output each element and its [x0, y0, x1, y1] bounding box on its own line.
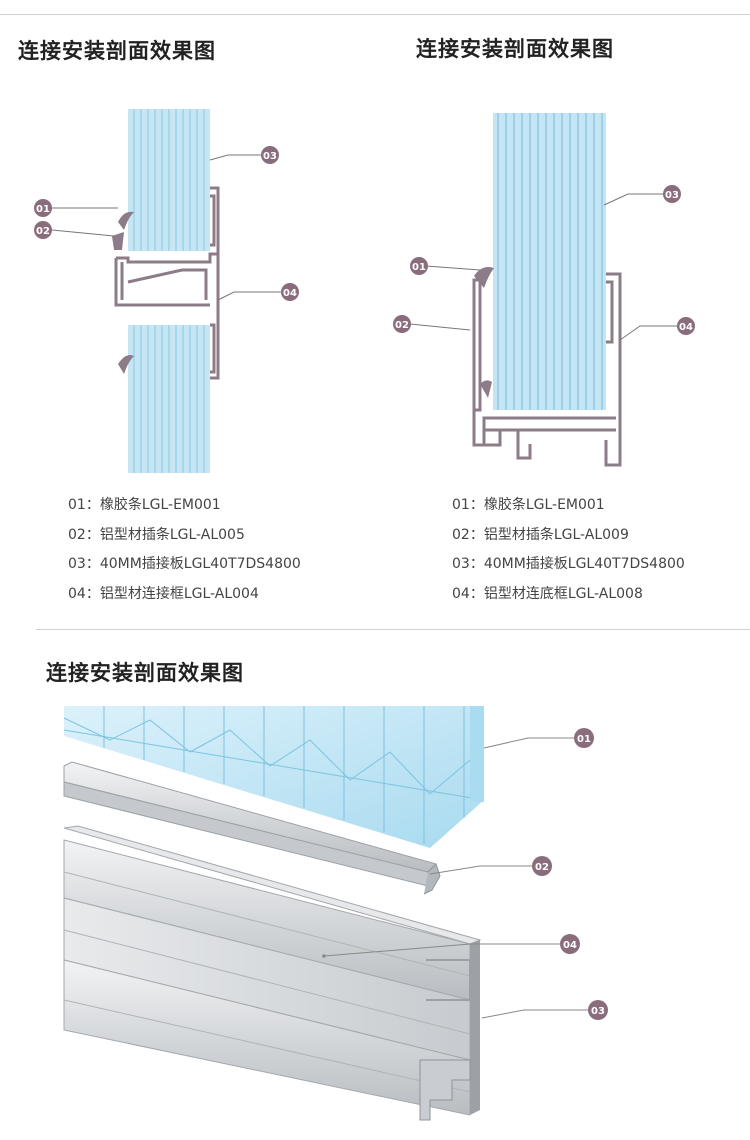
aluminium-insert-strip	[63, 761, 441, 895]
left-legend: 01：橡胶条LGL-EM001 02：铝型材插条LGL-AL005 03：40M…	[68, 491, 301, 609]
callout-04	[560, 934, 580, 954]
svg-text:02: 02	[535, 862, 549, 873]
bottom-callouts: 01 02 04 03	[532, 728, 608, 1020]
callout-01	[574, 728, 594, 748]
lower-panel	[128, 325, 210, 473]
callout-04	[281, 283, 299, 301]
callout-01	[410, 257, 428, 275]
svg-text:02: 02	[395, 320, 409, 331]
svg-text:03: 03	[665, 190, 679, 201]
callout-02	[34, 221, 52, 239]
right-legend: 01：橡胶条LGL-EM001 02：铝型材插条LGL-AL009 03：40M…	[452, 491, 685, 609]
right-legend-item: 02：铝型材插条LGL-AL009	[452, 526, 629, 543]
base-frame	[472, 272, 622, 467]
callout-02	[393, 315, 411, 333]
svg-text:01: 01	[577, 734, 591, 745]
left-legend-item: 02：铝型材插条LGL-AL005	[68, 526, 245, 543]
bottom-section-title: 连接安装剖面效果图	[46, 661, 244, 685]
svg-text:04: 04	[563, 940, 577, 951]
middle-rule	[36, 629, 750, 630]
left-legend-item: 03：40MM插接板LGL40T7DS4800	[68, 556, 301, 572]
callout-03	[588, 1000, 608, 1020]
aluminium-base-frame	[63, 825, 482, 1121]
left-legend-item: 04：铝型材连接框LGL-AL004	[68, 585, 259, 602]
panel	[493, 113, 606, 410]
connecting-frame	[114, 186, 220, 380]
right-legend-item: 01：橡胶条LGL-EM001	[452, 497, 605, 513]
left-section-title: 连接安装剖面效果图	[18, 39, 216, 63]
callout-03	[663, 185, 681, 203]
svg-text:03: 03	[591, 1006, 605, 1017]
svg-text:01: 01	[36, 204, 50, 215]
left-callouts: 03 01 02 04	[34, 146, 299, 301]
svg-text:04: 04	[679, 322, 693, 333]
right-section-title: 连接安装剖面效果图	[416, 37, 614, 61]
callout-01	[34, 199, 52, 217]
callout-03	[261, 146, 279, 164]
callout-04	[677, 317, 695, 335]
right-rubber-strip	[474, 267, 494, 398]
upper-panel	[128, 109, 210, 251]
svg-text:02: 02	[36, 226, 50, 237]
svg-text:04: 04	[283, 288, 297, 299]
left-legend-item: 01：橡胶条LGL-EM001	[68, 497, 221, 513]
polycarbonate-panel	[63, 706, 485, 848]
right-legend-item: 04：铝型材连底框LGL-AL008	[452, 585, 643, 602]
svg-text:03: 03	[263, 151, 277, 162]
right-callouts: 01 02 03 04	[393, 185, 695, 335]
right-legend-item: 03：40MM插接板LGL40T7DS4800	[452, 556, 685, 572]
rubber-strips	[112, 211, 134, 374]
svg-text:01: 01	[412, 262, 426, 273]
top-rule	[0, 14, 750, 15]
callout-02	[532, 856, 552, 876]
